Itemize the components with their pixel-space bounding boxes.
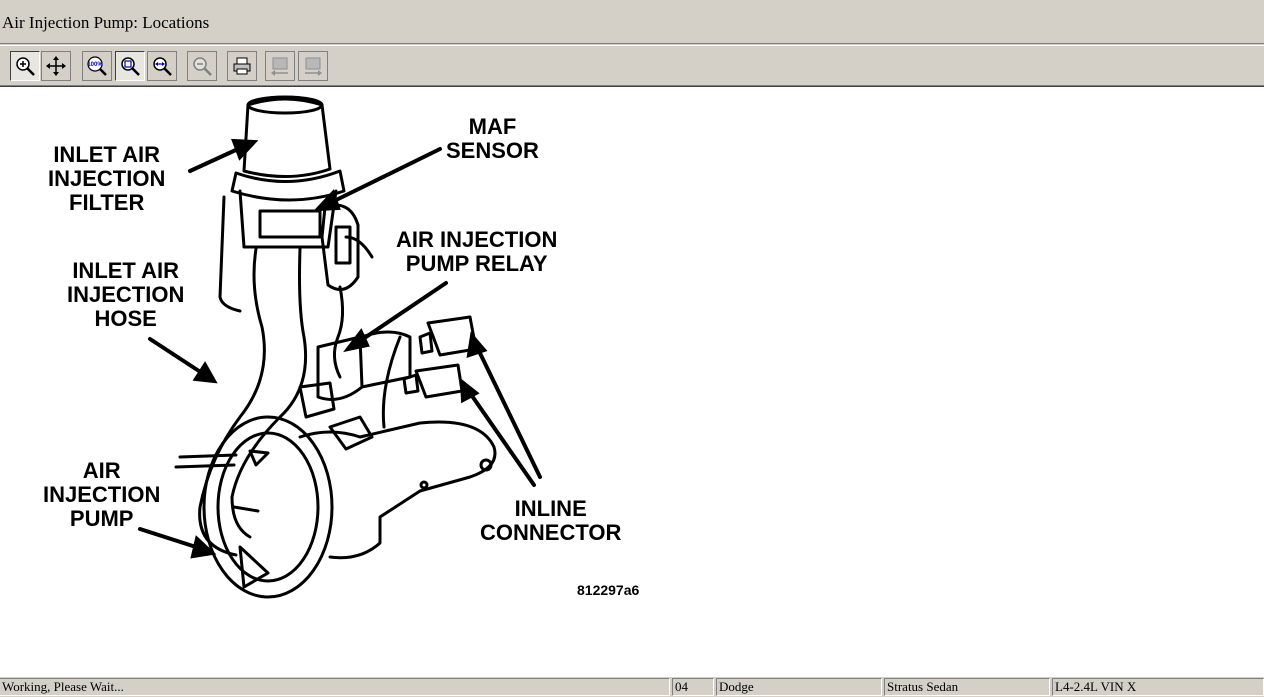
zoom-out-button[interactable]	[187, 51, 217, 81]
pan-icon	[46, 56, 66, 76]
air-injection-pump-relay-label: AIR INJECTION PUMP RELAY	[396, 227, 558, 276]
title-bar: Air Injection Pump: Locations	[0, 0, 1264, 44]
print-icon	[233, 57, 251, 75]
inlet-air-injection-filter-label: INLET AIR INJECTION FILTER	[48, 142, 166, 215]
next-image-icon	[305, 57, 322, 76]
previous-image-icon	[271, 57, 288, 76]
status-message: Working, Please Wait...	[0, 678, 670, 696]
zoom-width-icon	[153, 57, 172, 76]
zoom-in-icon	[16, 57, 35, 76]
figure-id: 812297a6	[577, 582, 640, 598]
toolbar: 100%	[0, 45, 1264, 86]
air-injection-pump-label: AIR INJECTION PUMP	[43, 458, 161, 531]
next-image-button[interactable]	[298, 51, 328, 81]
image-viewer[interactable]: INLET AIR INJECTION FILTER MAF SENSOR AI…	[0, 86, 1264, 677]
window-title: Air Injection Pump: Locations	[2, 13, 210, 32]
air-injection-pump-illustration	[138, 95, 542, 599]
zoom-100-text: 100%	[87, 62, 103, 68]
zoom-100-button[interactable]: 100%	[82, 51, 112, 81]
status-make: Dodge	[716, 678, 882, 696]
zoom-100-icon: 100%	[87, 56, 107, 76]
previous-image-button[interactable]	[265, 51, 295, 81]
status-model: Stratus Sedan	[884, 678, 1050, 696]
status-bar: Working, Please Wait... 04 Dodge Stratus…	[0, 677, 1264, 697]
pan-button[interactable]	[41, 51, 71, 81]
print-button[interactable]	[227, 51, 257, 81]
zoom-out-icon	[193, 57, 212, 76]
zoom-width-button[interactable]	[147, 51, 177, 81]
maf-sensor-label: MAF SENSOR	[446, 114, 539, 163]
inline-connector-label: INLINE CONNECTOR	[480, 496, 622, 545]
zoom-fit-icon	[121, 57, 140, 76]
status-year: 04	[672, 678, 714, 696]
status-engine: L4-2.4L VIN X	[1052, 678, 1264, 696]
inlet-air-injection-hose-label: INLET AIR INJECTION HOSE	[67, 258, 185, 331]
zoom-in-button[interactable]	[10, 51, 40, 81]
zoom-fit-button[interactable]	[115, 51, 145, 81]
